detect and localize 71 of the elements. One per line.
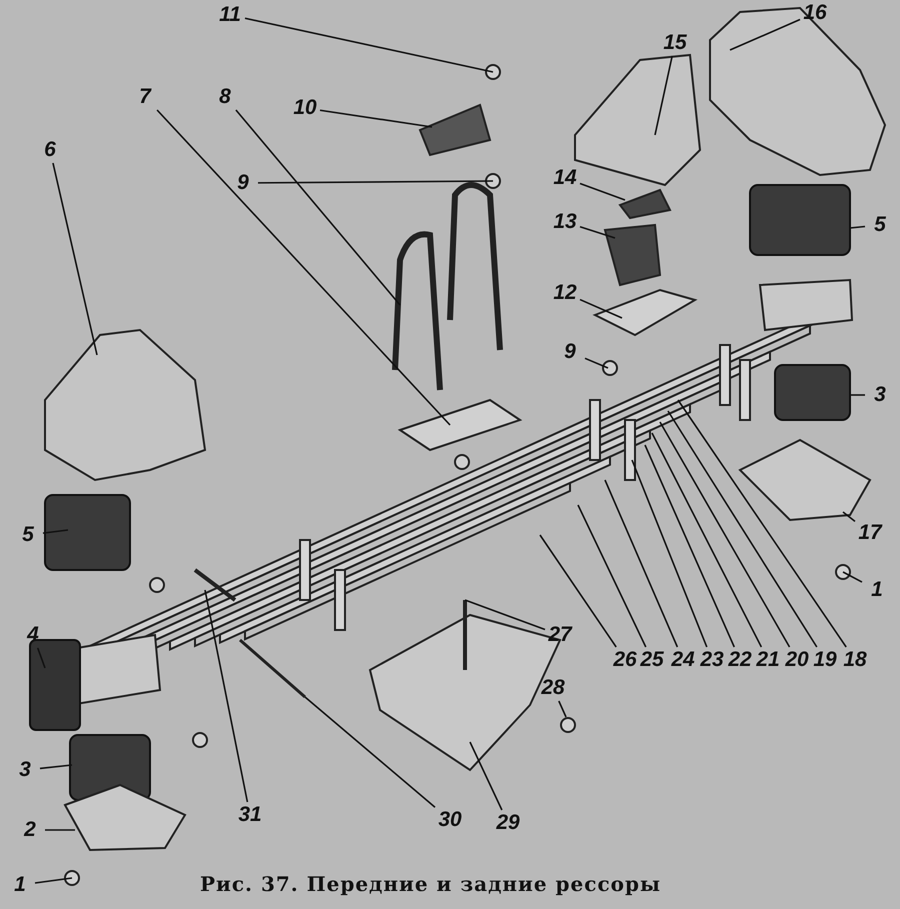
leader-line [651, 432, 762, 648]
callout-number: 7 [139, 86, 151, 108]
leader-line [558, 700, 567, 718]
leader-line [204, 590, 248, 802]
callout-number: 2 [24, 819, 36, 841]
figure-caption: Рис. 37. Передние и задние рессоры [200, 872, 661, 896]
callout-number: 12 [553, 282, 577, 304]
leader-line [320, 109, 432, 128]
leader-line [244, 17, 494, 73]
leader-line [304, 696, 436, 808]
callout-number: 9 [237, 172, 249, 194]
callout-number: 22 [728, 649, 752, 671]
leader-line [842, 511, 856, 522]
leader-line [539, 534, 617, 648]
callout-number: 10 [293, 97, 317, 119]
leader-line [52, 162, 98, 356]
callout-number: 25 [640, 649, 664, 671]
callout-number: 4 [27, 624, 39, 646]
leader-line [667, 410, 818, 648]
leader-line [577, 504, 647, 648]
callout-number: 5 [22, 524, 34, 546]
leader-line [584, 358, 608, 369]
callout-number: 3 [874, 384, 886, 406]
leader-line [42, 529, 68, 534]
callout-number: 3 [19, 759, 31, 781]
callout-number: 17 [858, 522, 882, 544]
leader-line [464, 599, 546, 630]
leader-line [34, 877, 72, 884]
callout-number: 6 [44, 139, 56, 161]
leader-line [580, 182, 626, 201]
leader-line [469, 742, 503, 810]
leader-line [235, 109, 401, 306]
callout-number: 18 [843, 649, 867, 671]
callout-number: 30 [438, 809, 462, 831]
callout-number: 8 [219, 86, 231, 108]
leader-line [850, 226, 866, 229]
leader-line [580, 298, 622, 319]
leader-line [730, 18, 800, 51]
callout-number: 9 [564, 341, 576, 363]
callout-number: 24 [671, 649, 695, 671]
leader-line [654, 56, 673, 136]
callout-number: 28 [541, 677, 565, 699]
leader-line [604, 480, 678, 648]
leader-line [156, 109, 451, 426]
callout-number: 23 [700, 649, 724, 671]
callout-number: 1 [14, 874, 26, 896]
leader-line [580, 226, 616, 239]
callout-number: 15 [663, 32, 687, 54]
callout-number: 5 [874, 214, 886, 236]
callout-number: 16 [803, 2, 827, 24]
leader-line [677, 400, 847, 648]
leader-line [40, 764, 72, 770]
callout-number: 21 [756, 649, 780, 671]
leader-line [644, 444, 735, 648]
leader-line [850, 394, 865, 396]
callout-number: 26 [613, 649, 637, 671]
callout-number: 14 [553, 167, 577, 189]
callout-number: 19 [813, 649, 837, 671]
callout-number: 27 [548, 624, 572, 646]
callout-number: 29 [496, 812, 520, 834]
callout-number: 1 [871, 579, 883, 601]
leader-line [631, 460, 708, 648]
leader-line [45, 829, 75, 831]
callout-number: 31 [238, 804, 262, 826]
leader-line [258, 180, 493, 184]
leader-line [659, 422, 790, 648]
callout-number: 13 [553, 211, 577, 233]
callout-number: 20 [785, 649, 809, 671]
callout-number: 11 [219, 4, 241, 26]
leader-line [842, 571, 862, 583]
leader-line [36, 648, 46, 668]
